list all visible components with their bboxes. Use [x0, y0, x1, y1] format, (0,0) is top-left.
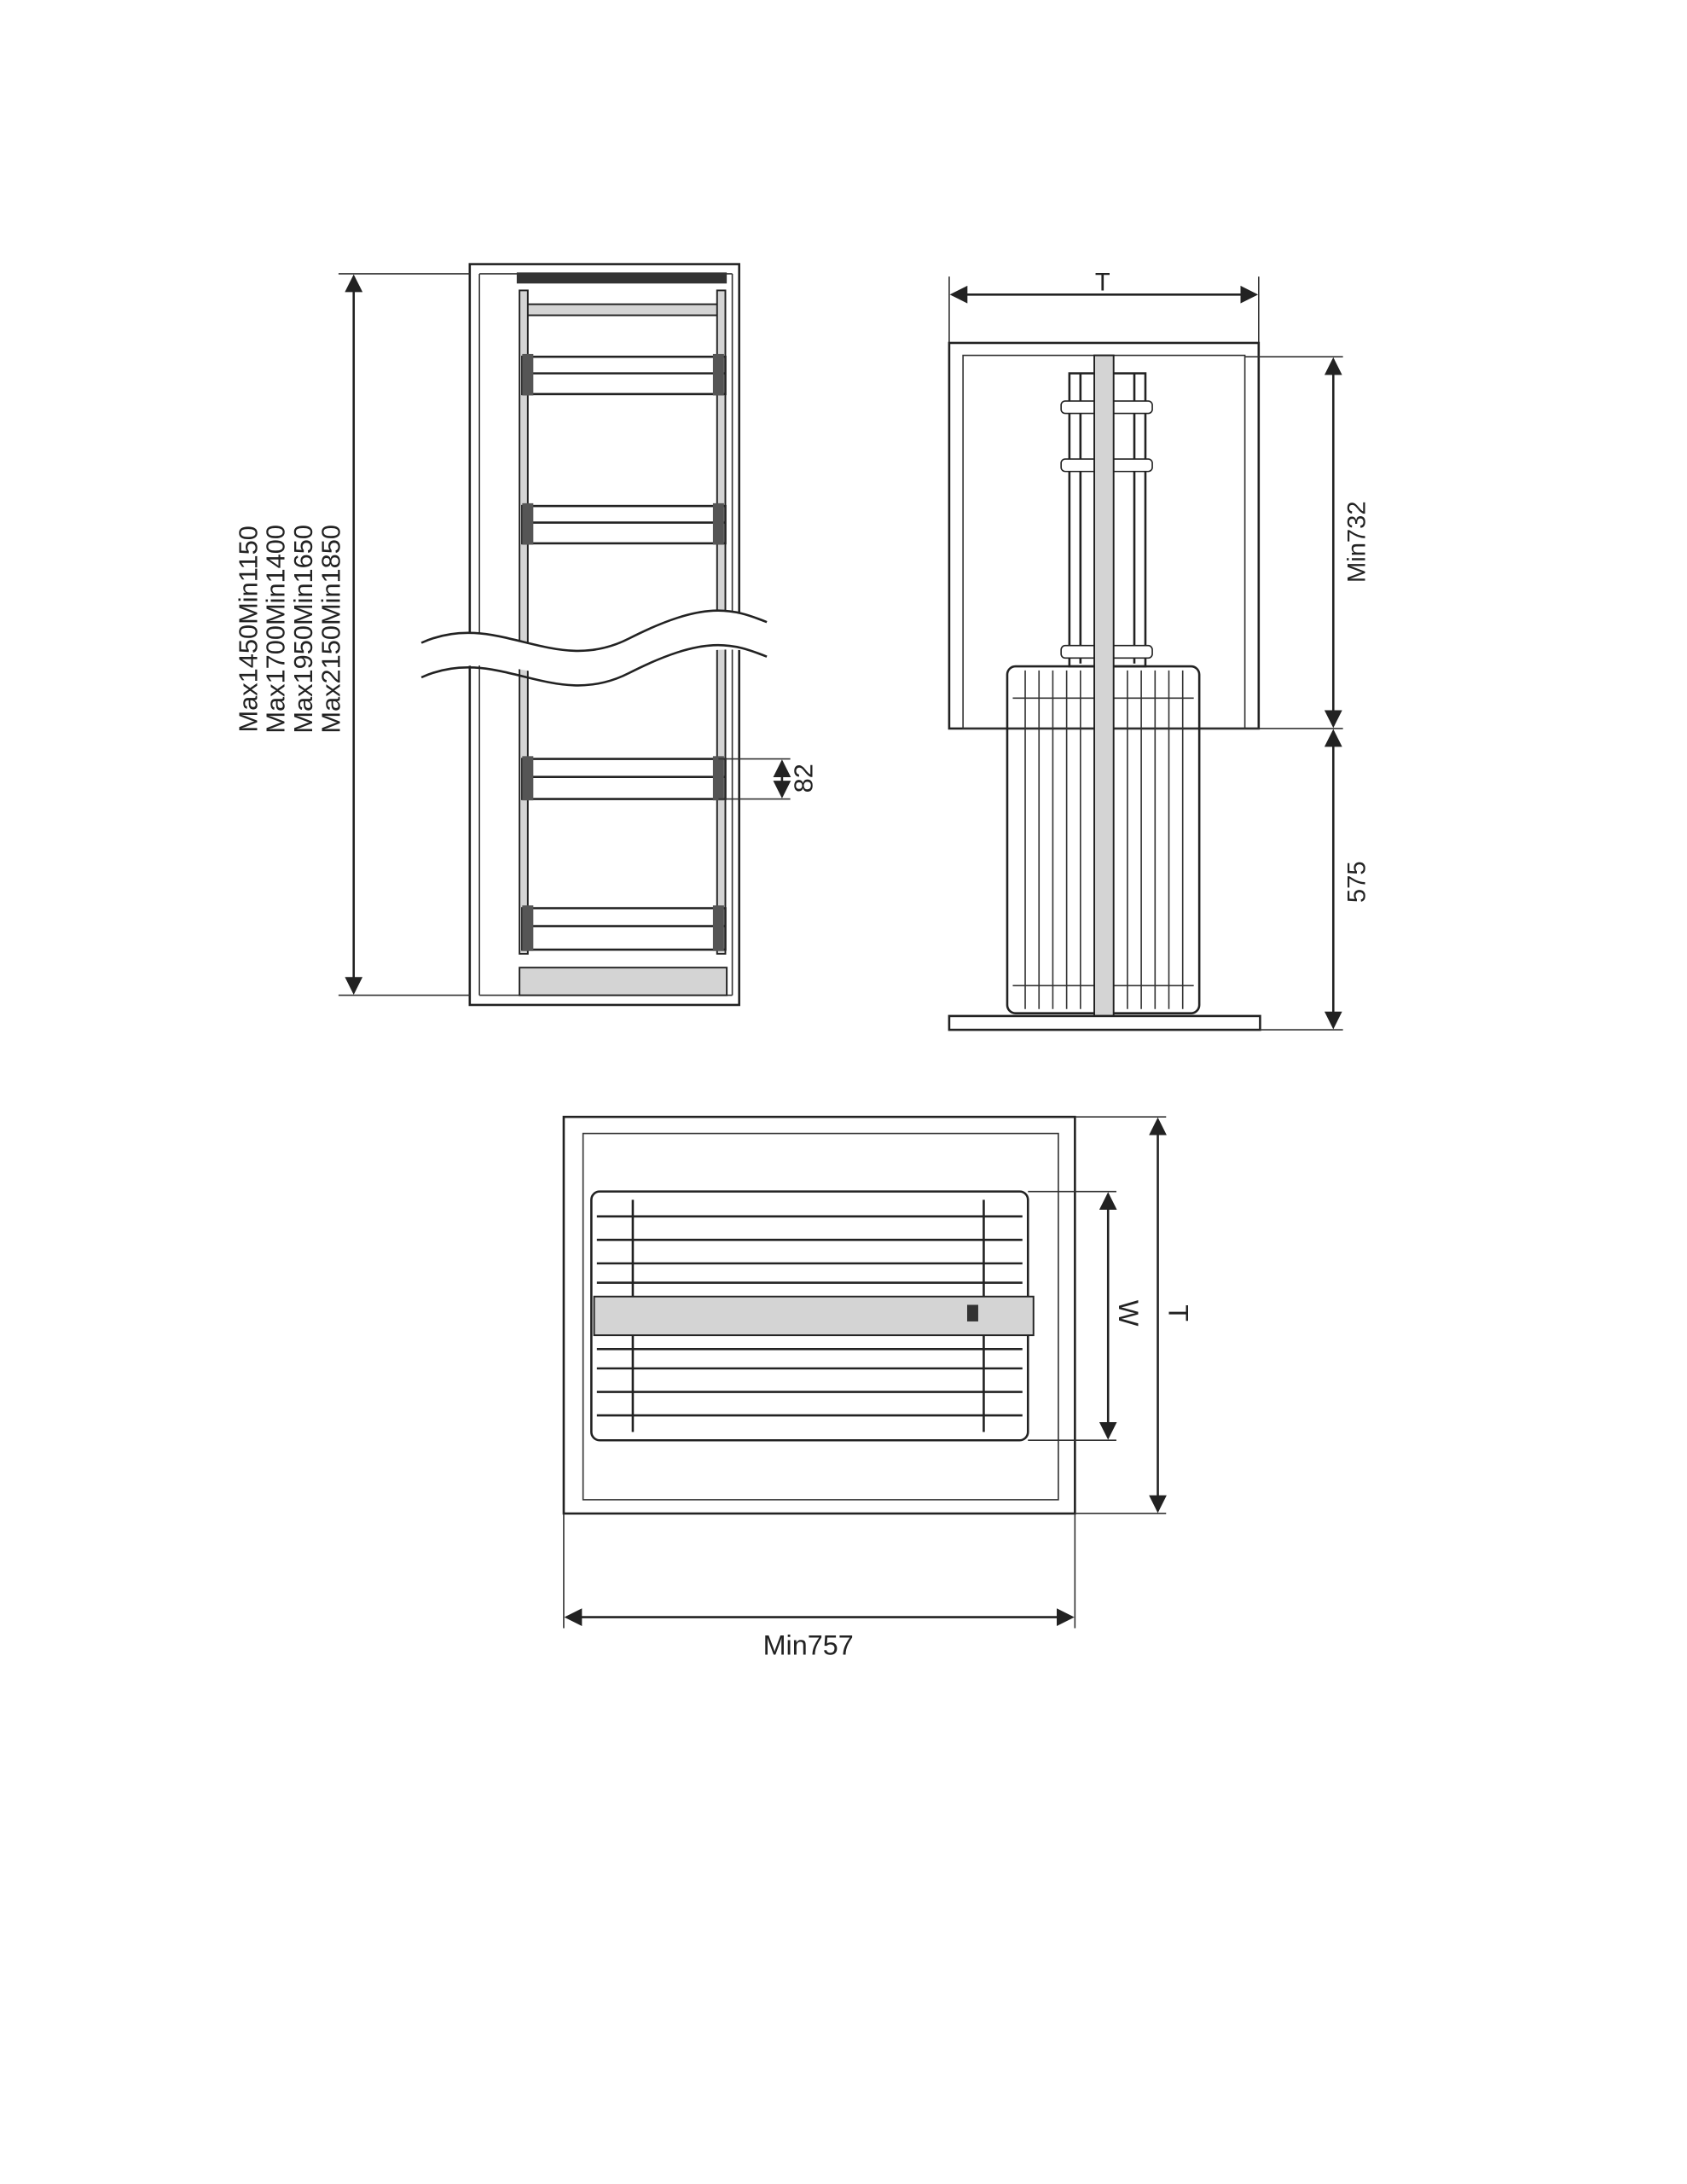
lower-height-label: 575 [1344, 861, 1371, 903]
bottom-drawer-runner [519, 967, 728, 996]
shelf [521, 502, 727, 545]
shelf [521, 905, 727, 951]
height-label: Max1450Min1150 [233, 526, 263, 732]
side-view: T Min732 575 [948, 269, 1371, 1031]
center-post [1093, 354, 1115, 1017]
break-line [420, 609, 768, 653]
height-label: Max1950Min1650 [288, 525, 318, 734]
top-depth-label: T [1163, 1304, 1194, 1321]
upper-height-label: Min732 [1344, 501, 1371, 583]
shelf-spacing-label: 82 [789, 764, 819, 793]
cabinet-outline [562, 1115, 1076, 1515]
shelf [521, 756, 727, 801]
shelf [521, 353, 727, 396]
base-plate [948, 1014, 1261, 1031]
basket-width-label: W [1113, 1300, 1144, 1327]
top-view: W T Min757 [562, 1115, 1194, 1660]
side-depth-label: T [1095, 269, 1110, 296]
front-view: Max1450Min1150 Max1700Min1400 Max1950Min… [233, 263, 819, 1007]
center-bar [593, 1295, 1035, 1337]
left-upright [519, 289, 529, 955]
height-label: Max1700Min1400 [261, 525, 291, 734]
height-label: Max2150Min1850 [316, 525, 346, 734]
min-width-label: Min757 [763, 1629, 854, 1660]
shelves [521, 353, 727, 951]
